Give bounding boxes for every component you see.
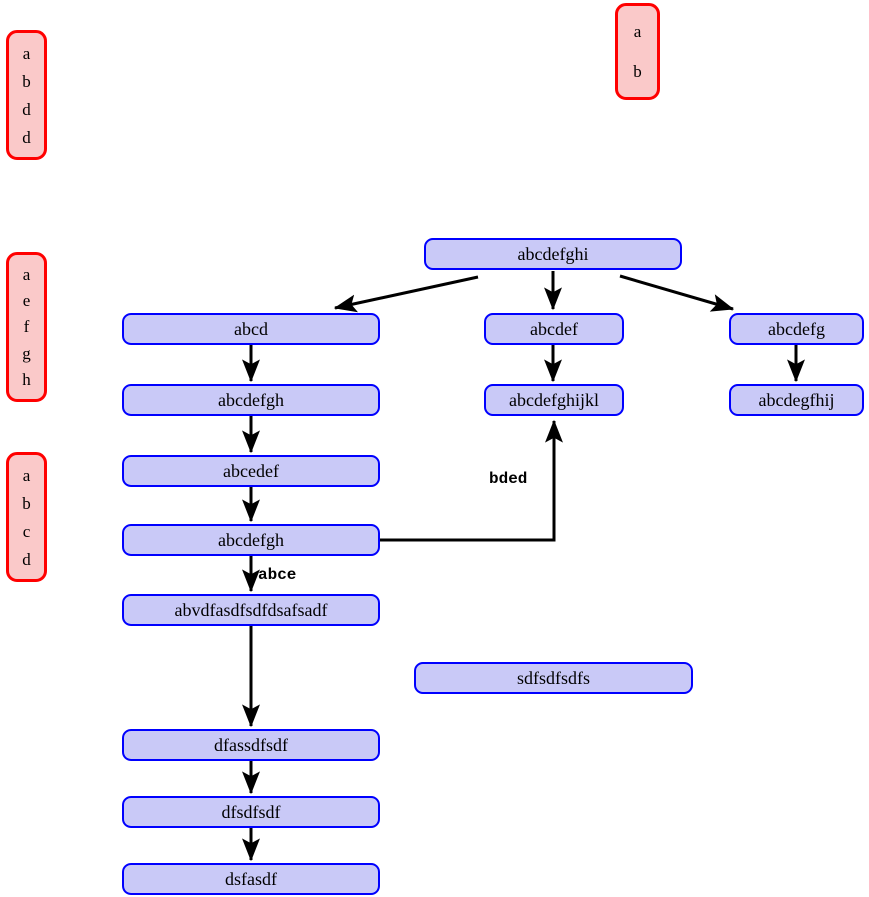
edge-label-bded: bded [489,470,528,488]
red-node-aefgh-char-4: h [22,370,31,390]
red-node-abcd-char-2: c [22,521,31,541]
node-abcdegfhij[interactable]: abcdegfhij [729,384,864,416]
node-abcdefgh-lower[interactable]: abcdefgh [122,524,380,556]
red-node-aefgh-char-2: f [23,317,30,337]
red-node-ab-char-1: b [633,61,642,81]
node-sdfsdfsdfs[interactable]: sdfsdfsdfs [414,662,693,694]
red-node-aefgh-char-1: e [22,291,31,311]
node-abcdef[interactable]: abcdef [484,313,624,345]
red-node-abdd-char-2: d [22,99,31,119]
red-node-ab[interactable]: a b [615,3,660,100]
edge-root-to-abcdefg [619,274,735,312]
edge-label-abce: abce [258,566,297,584]
red-node-aefgh-char-3: g [22,343,31,363]
red-node-abcd[interactable]: a b c d [6,452,47,582]
node-abvdfasdfsdfdsafsadf[interactable]: abvdfasdfsdfdsafsadf [122,594,380,626]
node-abcdefghi[interactable]: abcdefghi [424,238,682,270]
red-node-aefgh-char-0: a [22,264,31,284]
node-abcdefghijkl[interactable]: abcdefghijkl [484,384,624,416]
red-node-abcd-char-3: d [22,549,31,569]
node-abcedef[interactable]: abcedef [122,455,380,487]
red-node-abcd-char-0: a [22,465,31,485]
edge-abcdefgh2-to-abcdefghijkl-elbow [380,419,563,542]
node-dfsdfsdf[interactable]: dfsdfsdf [122,796,380,828]
red-node-abdd-char-3: d [22,127,31,147]
node-abcdefg[interactable]: abcdefg [729,313,864,345]
node-abcdefgh-upper[interactable]: abcdefgh [122,384,380,416]
red-node-abdd-char-1: b [22,71,31,91]
red-node-abdd-char-0: a [22,43,31,63]
node-dsfasdf[interactable]: dsfasdf [122,863,380,895]
red-node-ab-char-0: a [633,22,642,42]
node-abcd[interactable]: abcd [122,313,380,345]
red-node-aefgh[interactable]: a e f g h [6,252,47,402]
red-node-abdd[interactable]: a b d d [6,30,47,160]
node-dfassdfsdf[interactable]: dfassdfsdf [122,729,380,761]
red-node-abcd-char-1: b [22,493,31,513]
edge-root-to-abcd [333,275,479,313]
